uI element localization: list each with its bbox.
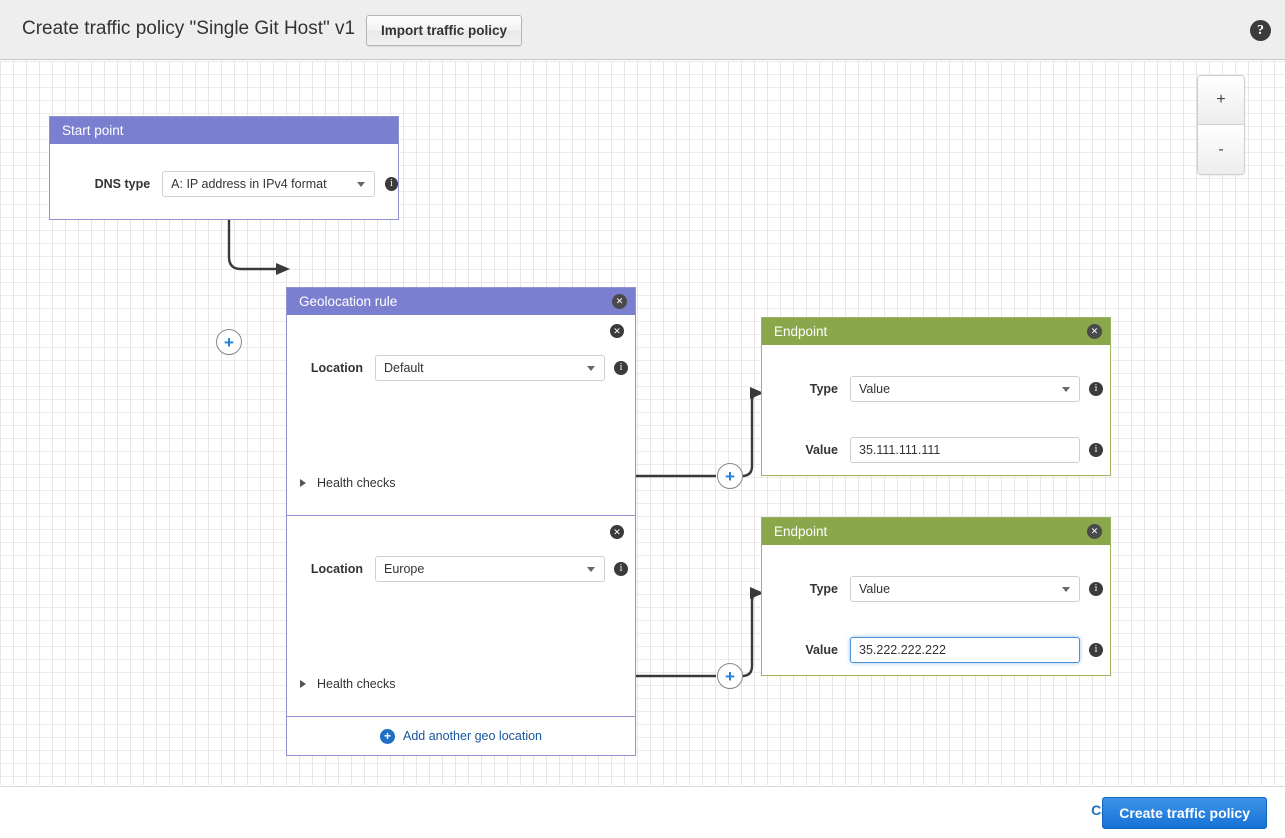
endpoint-2-value-input[interactable]: 35.222.222.222 xyxy=(850,637,1080,663)
zoom-controls[interactable]: + - xyxy=(1197,75,1245,175)
geo-location-2-info-icon[interactable]: i xyxy=(614,562,628,576)
geo-location-1-health-checks-toggle[interactable]: Health checks xyxy=(300,476,396,490)
page-title: Create traffic policy "Single Git Host" … xyxy=(22,18,356,39)
geolocation-rule-header: Geolocation rule ✕ xyxy=(287,288,635,315)
add-another-geo-location-label: Add another geo location xyxy=(403,729,542,743)
chevron-down-icon xyxy=(356,182,365,187)
policy-canvas[interactable]: + - + + + Start point DNS type A: IP add… xyxy=(0,61,1285,785)
endpoint-2-body: Type Value i Value 35.222.222.222 i xyxy=(762,545,1110,675)
create-traffic-policy-button[interactable]: Create traffic policy xyxy=(1102,797,1267,829)
geolocation-rule-node[interactable]: Geolocation rule ✕ ✕ Location Default i … xyxy=(286,287,636,756)
endpoint-2-type-info-icon[interactable]: i xyxy=(1089,582,1103,596)
geo-location-2-label: Location xyxy=(310,562,363,576)
endpoint-1-value-text: 35.111.111.111 xyxy=(859,443,941,457)
geo-location-2-select[interactable]: Europe xyxy=(375,556,605,582)
connector-rule-to-endpoint-1 xyxy=(630,387,764,478)
endpoint-node-2[interactable]: Endpoint ✕ Type Value i Value 35.222.222… xyxy=(761,517,1111,676)
chevron-right-icon xyxy=(300,479,306,487)
geo-location-1-value: Default xyxy=(384,361,424,375)
geo-location-1-health-checks-label: Health checks xyxy=(317,476,396,490)
geolocation-rule-close-icon[interactable]: ✕ xyxy=(612,294,627,309)
endpoint-2-value-label: Value xyxy=(805,643,838,657)
start-point-node[interactable]: Start point DNS type A: IP address in IP… xyxy=(49,116,399,220)
endpoint-2-value-info-icon[interactable]: i xyxy=(1089,643,1103,657)
chevron-down-icon xyxy=(587,567,595,572)
endpoint-2-close-icon[interactable]: ✕ xyxy=(1087,524,1102,539)
endpoint-1-value-info-icon[interactable]: i xyxy=(1089,443,1103,457)
endpoint-1-value-label: Value xyxy=(805,443,838,457)
add-node-button-start[interactable]: + xyxy=(216,329,242,355)
geo-location-1-select[interactable]: Default xyxy=(375,355,605,381)
geo-location-block: ✕ Location Default i Health checks xyxy=(287,315,635,515)
geo-location-2-value: Europe xyxy=(384,562,425,576)
endpoint-1-type-label: Type xyxy=(809,382,838,396)
endpoint-2-value-text: 35.222.222.222 xyxy=(859,643,946,657)
chevron-right-icon xyxy=(300,680,306,688)
zoom-in-button[interactable]: + xyxy=(1198,76,1244,125)
endpoint-1-value-input[interactable]: 35.111.111.111 xyxy=(850,437,1080,463)
endpoint-2-type-label: Type xyxy=(809,582,838,596)
dns-type-select[interactable]: A: IP address in IPv4 format xyxy=(162,171,375,197)
endpoint-1-type-select[interactable]: Value xyxy=(850,376,1080,402)
footer-action-bar: Cancel Create traffic policy xyxy=(0,786,1285,838)
geo-location-2-health-checks-label: Health checks xyxy=(317,677,396,691)
zoom-out-button[interactable]: - xyxy=(1198,125,1244,174)
geo-location-1-label: Location xyxy=(310,361,363,375)
geolocation-rule-title: Geolocation rule xyxy=(299,294,398,309)
geo-location-2-health-checks-toggle[interactable]: Health checks xyxy=(300,677,396,691)
endpoint-2-type-select[interactable]: Value xyxy=(850,576,1080,602)
import-traffic-policy-button[interactable]: Import traffic policy xyxy=(366,15,523,46)
chevron-down-icon xyxy=(587,366,595,371)
dns-type-value: A: IP address in IPv4 format xyxy=(171,177,327,191)
endpoint-1-body: Type Value i Value 35.111.111.111 i xyxy=(762,345,1110,475)
endpoint-1-type-value: Value xyxy=(859,382,891,396)
help-icon[interactable]: ? xyxy=(1250,20,1271,41)
geo-location-block: ✕ Location Europe i Health checks xyxy=(287,516,635,716)
add-node-button-endpoint-1[interactable]: + xyxy=(717,463,743,489)
start-point-header: Start point xyxy=(50,117,398,144)
endpoint-1-header: Endpoint ✕ xyxy=(762,318,1110,345)
dns-type-info-icon[interactable]: i xyxy=(384,177,398,191)
geo-location-divider xyxy=(287,515,635,516)
add-node-button-endpoint-2[interactable]: + xyxy=(717,663,743,689)
chevron-down-icon xyxy=(1062,587,1070,592)
endpoint-2-header: Endpoint ✕ xyxy=(762,518,1110,545)
endpoint-2-type-value: Value xyxy=(859,582,891,596)
dns-type-label: DNS type xyxy=(94,177,151,191)
app-header: Create traffic policy "Single Git Host" … xyxy=(0,0,1285,60)
endpoint-2-title: Endpoint xyxy=(774,524,828,539)
geo-location-1-info-icon[interactable]: i xyxy=(614,361,628,375)
start-point-title: Start point xyxy=(62,123,124,138)
plus-circle-icon: + xyxy=(380,728,395,744)
connector-start-to-rule xyxy=(227,201,290,275)
endpoint-node-1[interactable]: Endpoint ✕ Type Value i Value 35.111.111… xyxy=(761,317,1111,476)
geo-location-1-remove-icon[interactable]: ✕ xyxy=(610,324,624,338)
endpoint-1-type-info-icon[interactable]: i xyxy=(1089,382,1103,396)
start-point-body: DNS type A: IP address in IPv4 format i xyxy=(50,144,398,219)
geo-location-2-remove-icon[interactable]: ✕ xyxy=(610,525,624,539)
chevron-down-icon xyxy=(1062,387,1070,392)
endpoint-1-close-icon[interactable]: ✕ xyxy=(1087,324,1102,339)
add-another-geo-location-button[interactable]: + Add another geo location xyxy=(287,716,635,755)
connector-rule-to-endpoint-2 xyxy=(630,587,764,678)
endpoint-1-title: Endpoint xyxy=(774,324,828,339)
